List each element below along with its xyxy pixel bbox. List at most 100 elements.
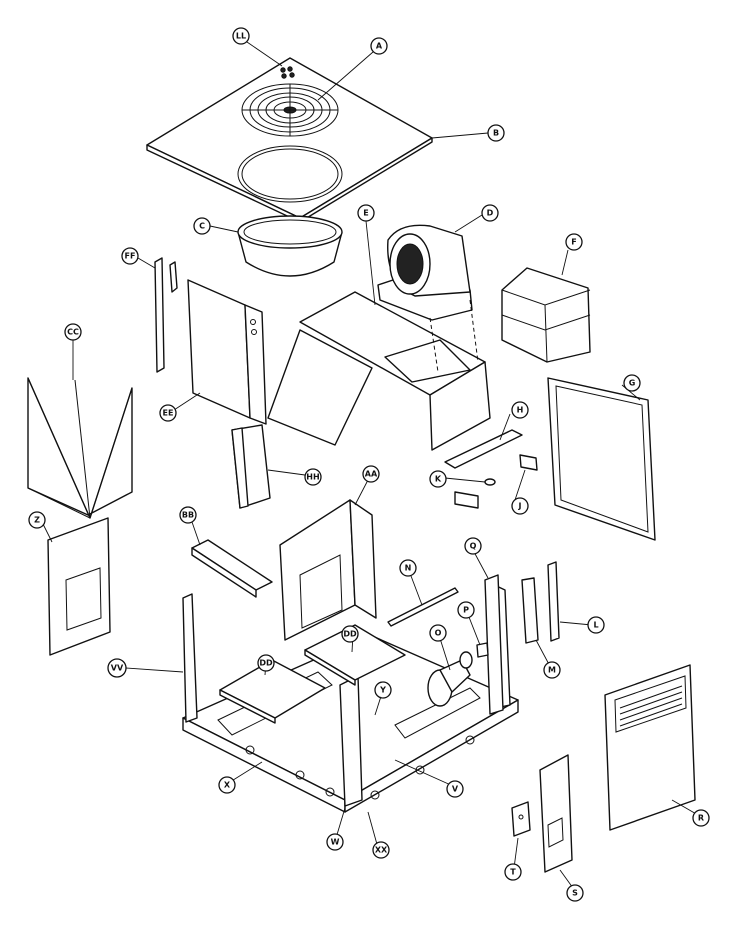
svg-text:FF: FF bbox=[125, 252, 136, 261]
part-bracket bbox=[501, 267, 591, 363]
callout-e: E bbox=[357, 204, 375, 222]
svg-text:L: L bbox=[593, 621, 598, 630]
part-j bbox=[454, 454, 538, 509]
part-k bbox=[484, 478, 496, 486]
callout-s: S bbox=[566, 884, 584, 902]
svg-text:V: V bbox=[452, 785, 459, 794]
svg-text:DD: DD bbox=[259, 659, 273, 668]
part-filter-dd-right bbox=[304, 624, 406, 686]
svg-text:X: X bbox=[224, 781, 231, 790]
callout-dd-left: DD bbox=[257, 654, 275, 672]
callout-k: K bbox=[429, 470, 447, 488]
callout-n: N bbox=[399, 559, 417, 577]
svg-text:DD: DD bbox=[343, 630, 357, 639]
svg-text:Y: Y bbox=[379, 686, 386, 695]
part-blower bbox=[377, 224, 473, 321]
svg-text:Z: Z bbox=[34, 516, 40, 525]
svg-text:G: G bbox=[629, 379, 636, 388]
part-panel-s bbox=[539, 754, 573, 873]
svg-text:N: N bbox=[405, 564, 412, 573]
part-strip-ff bbox=[154, 257, 178, 373]
callout-w: W bbox=[326, 833, 344, 851]
callout-r: R bbox=[692, 809, 710, 827]
svg-text:EE: EE bbox=[163, 409, 174, 418]
callout-ee: EE bbox=[159, 404, 177, 422]
svg-text:O: O bbox=[435, 629, 442, 638]
svg-text:P: P bbox=[463, 606, 469, 615]
callout-d: D bbox=[481, 204, 499, 222]
part-panel-ee bbox=[187, 279, 267, 425]
part-panel-hh bbox=[231, 424, 271, 509]
svg-text:H: H bbox=[517, 406, 524, 415]
part-blower-housing bbox=[267, 291, 491, 451]
part-post-q bbox=[484, 574, 504, 715]
callout-j: J bbox=[511, 497, 529, 515]
callout-a: A bbox=[370, 37, 388, 55]
part-fasteners bbox=[280, 66, 295, 79]
callout-m: M bbox=[543, 661, 561, 679]
svg-text:A: A bbox=[376, 42, 383, 51]
callout-dd-right: DD bbox=[341, 625, 359, 643]
part-side-panel bbox=[547, 377, 656, 541]
svg-text:K: K bbox=[435, 475, 442, 484]
callout-o: O bbox=[429, 624, 447, 642]
part-top-panel bbox=[146, 57, 433, 223]
part-l bbox=[547, 561, 560, 642]
svg-text:S: S bbox=[572, 889, 578, 898]
callout-b: B bbox=[487, 124, 505, 142]
callout-p: P bbox=[457, 601, 475, 619]
callout-ff: FF bbox=[121, 247, 139, 265]
part-coil bbox=[27, 377, 133, 519]
part-motor-o bbox=[427, 651, 473, 707]
svg-text:BB: BB bbox=[182, 511, 194, 520]
part-channel-bb bbox=[191, 539, 273, 598]
callout-v: V bbox=[446, 780, 464, 798]
callout-bb: BB bbox=[179, 506, 197, 524]
part-m bbox=[521, 577, 539, 644]
svg-text:AA: AA bbox=[365, 470, 378, 479]
svg-text:T: T bbox=[510, 868, 516, 877]
callout-z: Z bbox=[28, 511, 46, 529]
callout-t: T bbox=[504, 863, 522, 881]
callout-x: X bbox=[218, 776, 236, 794]
part-fan-grille bbox=[241, 83, 339, 137]
svg-text:C: C bbox=[199, 222, 205, 231]
svg-text:J: J bbox=[518, 502, 522, 511]
part-p bbox=[476, 642, 489, 658]
part-partition-aa bbox=[279, 499, 377, 641]
callout-hh: HH bbox=[304, 468, 322, 486]
part-orifice-ring bbox=[237, 215, 343, 277]
callout-f: F bbox=[565, 233, 583, 251]
callout-aa: AA bbox=[362, 465, 380, 483]
svg-text:M: M bbox=[548, 666, 556, 675]
callout-q: Q bbox=[464, 537, 482, 555]
svg-text:HH: HH bbox=[306, 473, 319, 482]
svg-text:VV: VV bbox=[111, 664, 124, 673]
part-louvered-panel bbox=[604, 664, 696, 831]
callout-cc: CC bbox=[64, 323, 82, 341]
callout-y: Y bbox=[374, 681, 392, 699]
callout-ll: LL bbox=[232, 27, 250, 45]
part-bracket-h bbox=[444, 429, 523, 469]
callout-g: G bbox=[623, 374, 641, 392]
callout-c: C bbox=[193, 217, 211, 235]
part-filter-dd-left bbox=[219, 659, 326, 724]
callout-vv: VV bbox=[107, 658, 127, 678]
svg-text:CC: CC bbox=[67, 328, 79, 337]
part-panel-z bbox=[47, 517, 111, 656]
part-t bbox=[511, 801, 531, 837]
svg-text:XX: XX bbox=[375, 846, 388, 855]
svg-text:Q: Q bbox=[470, 542, 477, 551]
callout-h: H bbox=[511, 401, 529, 419]
svg-text:R: R bbox=[698, 814, 704, 823]
callout-xx: XX bbox=[372, 841, 390, 859]
svg-text:F: F bbox=[571, 238, 576, 247]
svg-text:B: B bbox=[493, 129, 499, 138]
svg-text:LL: LL bbox=[236, 32, 246, 41]
part-rail-n bbox=[387, 587, 459, 627]
svg-text:W: W bbox=[331, 838, 340, 847]
callout-l: L bbox=[587, 616, 605, 634]
svg-text:E: E bbox=[363, 209, 368, 218]
svg-text:D: D bbox=[487, 209, 494, 218]
